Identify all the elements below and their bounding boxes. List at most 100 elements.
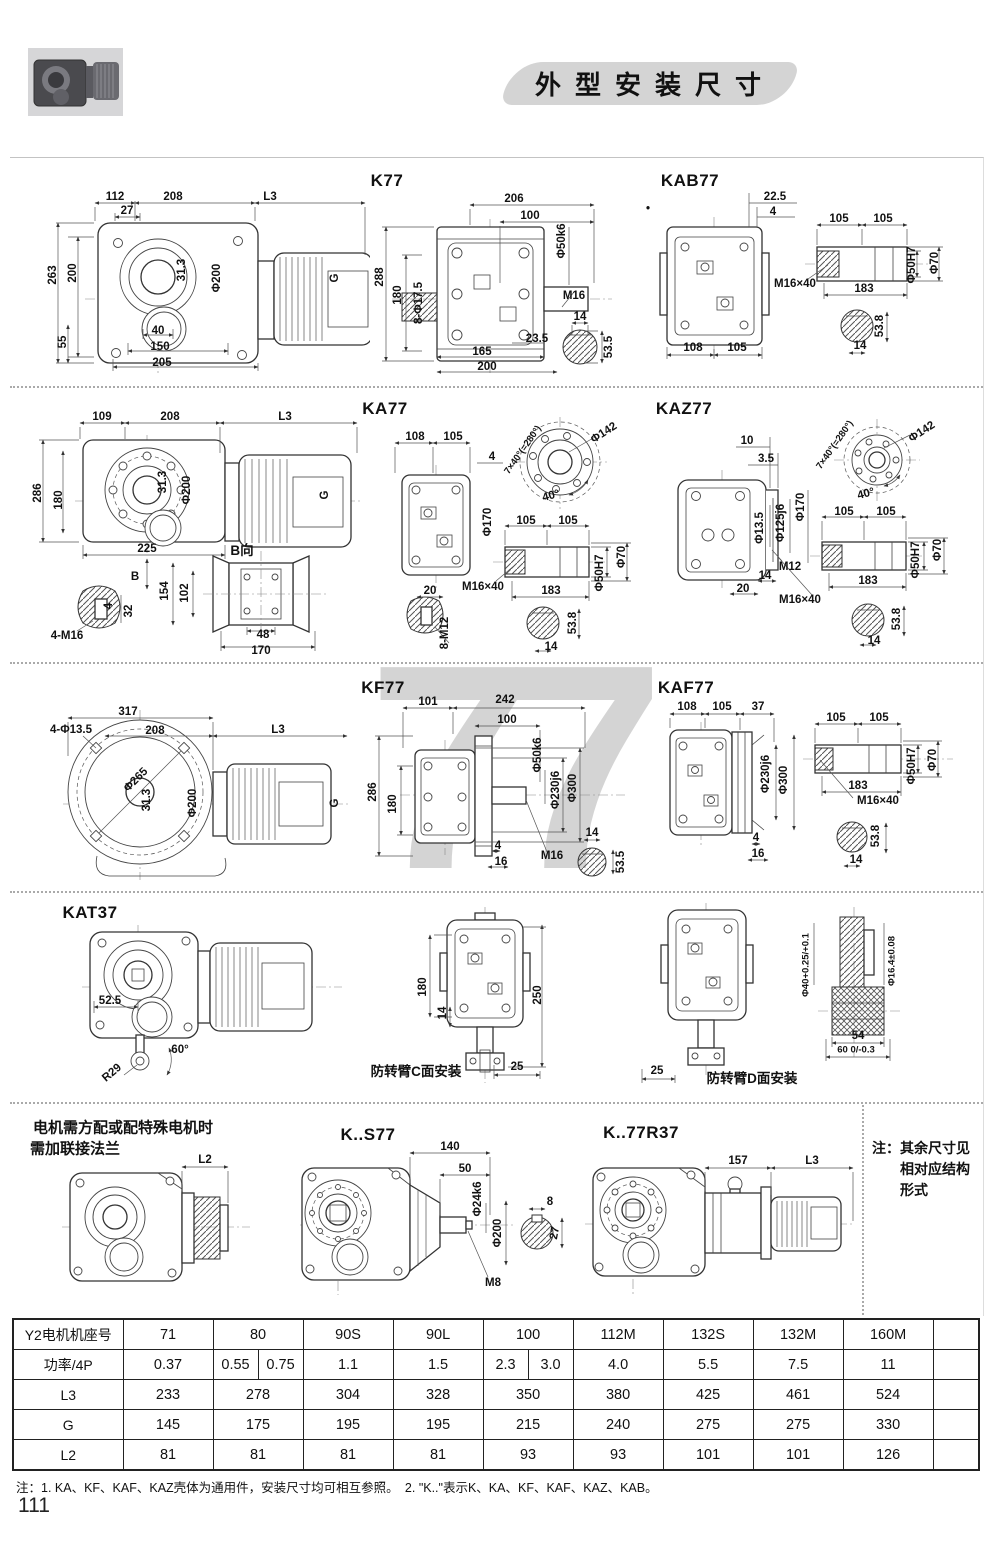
table-cell: 215 [482,1409,574,1440]
table-cell: 160M [842,1318,934,1350]
dimension-label: 105 [516,515,536,527]
dimension-label: 183 [848,780,868,792]
dimension-label: 183 [854,283,874,295]
table-cell: 81 [212,1439,304,1471]
table-cell: 81 [392,1439,484,1471]
table-cell: 1.5 [392,1349,484,1380]
dimension-label: Φ70 [927,748,939,772]
dimension-label: 防转臂D面安装 [706,1071,798,1086]
table-cell: 101 [752,1439,844,1471]
dimension-label: 27 [120,205,134,217]
dimension-label: M16 [540,850,564,862]
side-note-prefix: 注： [872,1140,900,1156]
dimension-label: 183 [858,575,878,587]
drawing-title: KAT37 [62,903,118,922]
dimension-label: Φ50H7 [594,554,606,592]
page-number: 111 [18,1494,50,1517]
dimension-label: 105 [443,431,463,443]
dimension-label: 53.8 [874,314,886,338]
dimension-label: 14 [853,340,867,352]
drawing-title: K..S77 [340,1125,396,1144]
dimension-label: 40 [151,325,165,337]
dimension-label: 52.5 [98,995,122,1007]
table-cell: 132S [662,1318,754,1350]
dimension-label: Φ300 [567,773,579,803]
table-cell: 2.3 [482,1349,529,1380]
dimension-label: Φ230j6 [550,770,562,810]
table-cell: 81 [122,1439,214,1471]
drawing-title: K..77R37 [603,1123,679,1142]
k77r37-drawing [585,1166,855,1295]
table-cell: 1.1 [302,1349,394,1380]
dimension-label: 183 [541,585,561,597]
dimension-label: 317 [118,706,138,718]
table-cell: 0.55 [212,1349,259,1380]
table-cell: 304 [302,1379,394,1410]
dimension-label: Φ200 [187,788,199,818]
dimension-label: 170 [251,645,271,657]
dimension-label: 100 [497,714,517,726]
dimension-label: 286 [367,782,379,802]
dimension-label: 60° [171,1044,189,1056]
dimension-label: 180 [53,490,65,510]
dimension-label: 4 [488,451,496,463]
dimension-label: 48 [256,629,270,641]
table-cell: 240 [572,1409,664,1440]
dimension-label: Φ50k6 [532,737,544,773]
dimension-label: Φ40+0.25/+0.1 [800,933,812,997]
table-cell: 132M [752,1318,844,1350]
dimension-label: 4-Φ13.5 [49,724,93,736]
table-cell: 101 [662,1439,754,1471]
ks77-drawing [300,1151,564,1295]
dimension-label: 16 [751,848,765,860]
row-label: L2 [12,1439,124,1471]
side-note-line: 其余尺寸见 [900,1140,970,1156]
dimension-label: 55 [57,335,69,349]
footnote: 注：1. KA、KF、KAF、KAZ壳体为通用件，安装尺寸均可相互参照。 2. … [16,1481,658,1495]
dimension-label: 105 [829,213,849,225]
dimension-label: 23.5 [525,333,549,345]
table-cell: 7.5 [752,1349,844,1380]
table-cell: 350 [482,1379,574,1410]
row-label: Y2电机机座号 [12,1318,124,1350]
dimension-label: 14 [867,635,881,647]
dimension-label: 157 [728,1155,748,1167]
kab77-drawing [659,193,943,361]
row-label: 功率/4P [12,1349,124,1380]
content-frame [10,157,984,1316]
dimension-label: 105 [558,515,578,527]
dimension-label: M16 [562,290,586,302]
dimension-label: 250 [532,985,544,1005]
dimension-label: G [319,490,331,500]
kf77-front-drawing [375,706,625,877]
dimension-label: M16×40 [779,594,821,606]
table-cell: 100 [482,1318,574,1350]
dimension-label: 10 [740,435,754,447]
table-cell: 80 [212,1318,304,1350]
kf77-side-drawing [63,710,351,880]
dimension-label: 60 0/-0.3 [837,1044,875,1056]
dimension-label: 8-Φ17.5 [413,281,425,325]
dimension-label: 53.5 [603,335,615,359]
dimension-label: L3 [805,1155,819,1167]
row-label: G [12,1409,124,1440]
dimension-label: 25 [650,1065,664,1077]
row-label: L3 [12,1379,124,1410]
dimension-label: 20 [736,583,750,595]
table-cell: 524 [842,1379,934,1410]
table-cell: 4.0 [572,1349,664,1380]
table-cell: 5.5 [662,1349,754,1380]
dimension-label: 53.8 [567,611,579,635]
dimension-label: 208 [145,725,165,737]
side-note: 注：其余尺寸见 相对应结构 形式 [872,1138,984,1201]
table-cell: 461 [752,1379,844,1410]
dimension-label: 14 [758,570,772,582]
dimension-label: 263 [47,265,59,285]
table-cell: 90L [392,1318,484,1350]
table-cell: 71 [122,1318,214,1350]
